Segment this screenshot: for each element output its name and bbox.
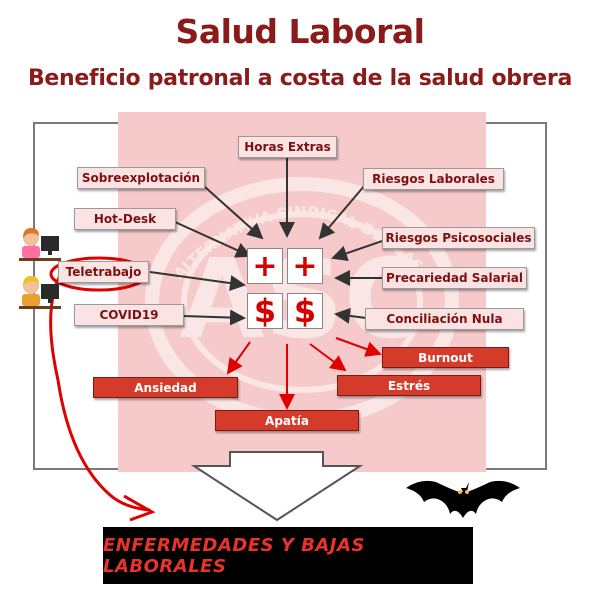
cause-riesgos-psicosociales: Riesgos Psicosociales [382,227,535,249]
cause-precariedad-salarial: Precariedad Salarial [382,267,527,289]
cause-teletrabajo: Teletrabajo [58,261,149,283]
health-plus-cell: + [247,248,283,284]
page-title: Salud Laboral [175,12,425,51]
effect-burnout: Burnout [382,347,509,368]
cause-riesgos-laborales: Riesgos Laborales [363,168,504,190]
big-down-arrow-icon [190,451,364,522]
worker-at-computer-icon [19,276,61,309]
page-subtitle: Beneficio patronal a costa de la salud o… [27,66,573,91]
money-dollar-cell: $ [287,292,323,330]
money-dollar-cell: $ [247,292,283,330]
worker-at-computer-icon [19,228,61,261]
cause-covid19: COVID19 [74,304,184,326]
cause-conciliacion-nula: Conciliación Nula [365,308,524,330]
health-plus-cell: + [287,248,323,284]
cause-horas-extras: Horas Extras [238,136,337,158]
effect-estres: Estrés [337,375,481,396]
bat-icon [406,480,520,518]
cause-hot-desk: Hot-Desk [74,208,176,230]
effect-apatia: Apatía [215,410,359,431]
result-text: ENFERMEDADES Y BAJAS LABORALES [103,534,365,577]
cause-sobreexplotacion: Sobreexplotación [77,167,205,189]
effect-ansiedad: Ansiedad [93,377,238,398]
result-banner: ENFERMEDADES Y BAJAS LABORALES [103,527,473,584]
